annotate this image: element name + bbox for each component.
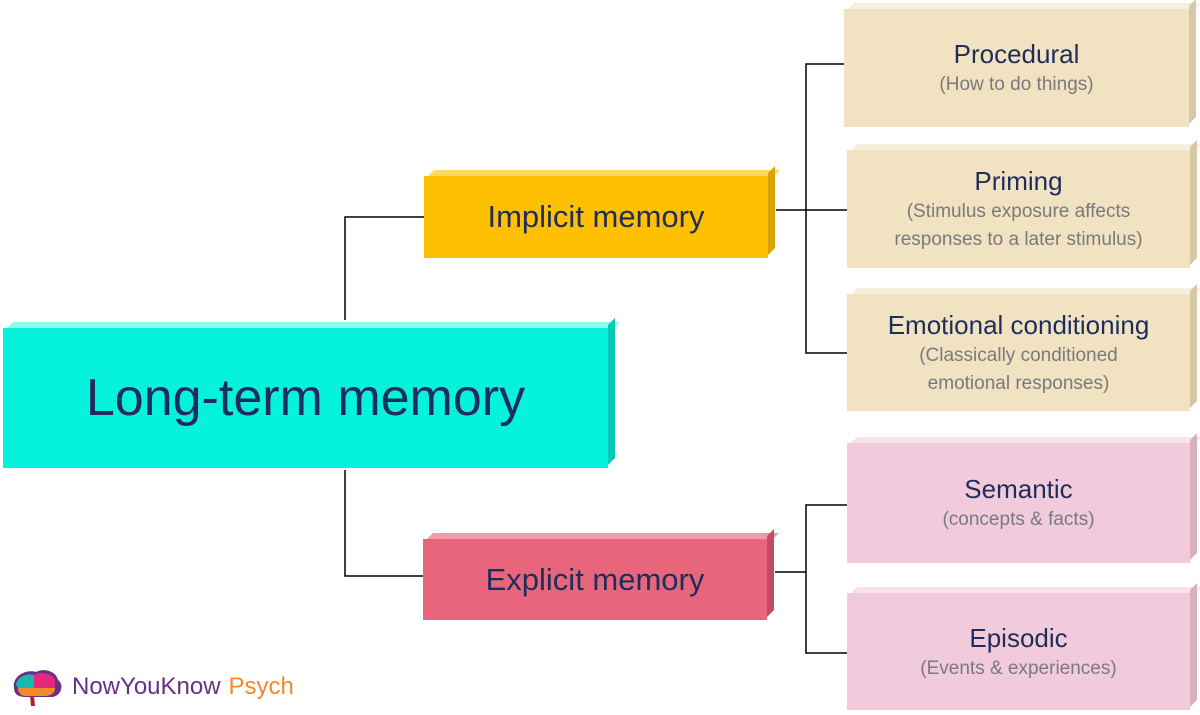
node-priming-subtitle-line2: responses to a later stimulus): [894, 229, 1143, 250]
node-episodic: Episodic (Events & experiences): [847, 593, 1190, 710]
node-procedural-title: Procedural: [953, 39, 1080, 69]
node-priming-subtitle-line1: (Stimulus exposure affects: [906, 201, 1131, 222]
node-procedural-subtitle: (How to do things): [939, 74, 1094, 95]
node-explicit-memory: Explicit memory: [423, 539, 767, 620]
node-semantic-subtitle: (concepts & facts): [942, 509, 1095, 530]
node-explicit-memory-label: Explicit memory: [485, 561, 705, 597]
node-emotional-conditioning-title: Emotional conditioning: [887, 309, 1150, 340]
connector-root-explicit: [344, 470, 423, 577]
node-implicit-memory-label: Implicit memory: [487, 199, 705, 234]
node-episodic-title: Episodic: [969, 622, 1068, 653]
node-semantic: Semantic (concepts & facts): [847, 443, 1190, 563]
node-emotional-conditioning: Emotional conditioning (Classically cond…: [847, 294, 1190, 411]
node-semantic-title: Semantic: [964, 474, 1073, 504]
node-emotional-conditioning-subtitle-line2: emotional responses): [927, 372, 1110, 394]
node-long-term-memory: Long-term memory: [3, 328, 608, 468]
node-emotional-conditioning-subtitle-line1: (Classically conditioned: [919, 344, 1118, 366]
brand-logo: NowYouKnow Psych: [8, 666, 294, 708]
node-priming-title: Priming: [974, 166, 1063, 196]
connector-implicit-bracket: [805, 63, 847, 354]
node-procedural: Procedural (How to do things): [844, 9, 1189, 127]
node-episodic-subtitle: (Events & experiences): [920, 657, 1117, 679]
brand-text-nowyouknow: NowYouKnow: [72, 673, 221, 700]
node-priming: Priming (Stimulus exposure affects respo…: [847, 150, 1190, 268]
connector-explicit-bracket: [805, 504, 847, 654]
node-implicit-memory: Implicit memory: [424, 176, 768, 258]
brand-text-psych: Psych: [228, 673, 294, 700]
node-long-term-memory-label: Long-term memory: [85, 369, 526, 427]
connector-root-implicit: [344, 216, 424, 320]
brain-icon: [13, 670, 62, 706]
